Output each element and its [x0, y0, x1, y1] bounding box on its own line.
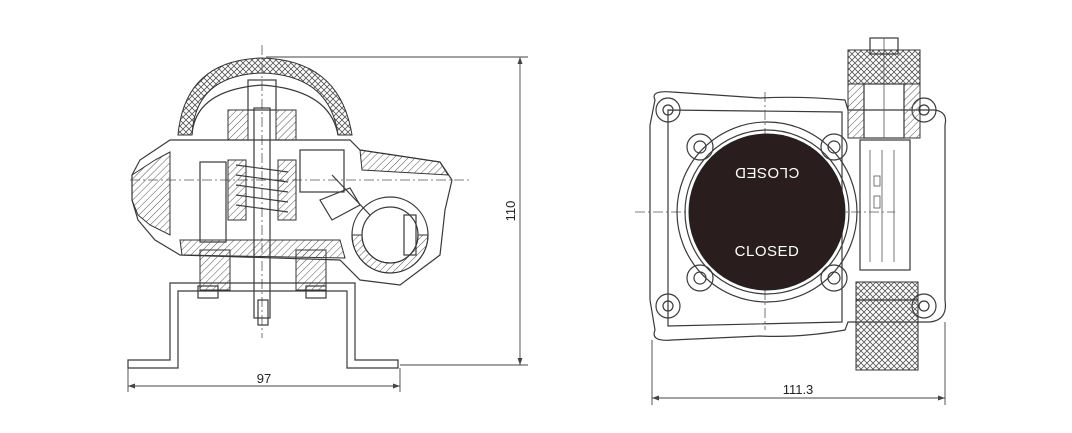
- side-section-view: 97 110: [127, 45, 528, 392]
- conduit-screw: [403, 214, 417, 256]
- shaft-top-cap: [247, 79, 277, 111]
- shaft-collar-left: [227, 109, 249, 141]
- housing-inner-frame: [667, 109, 843, 327]
- right-cam-block: [299, 149, 345, 193]
- shaft-tip: [257, 299, 269, 326]
- indicator-window-inner-rim: [684, 129, 850, 295]
- indicator-top-label: CLOSED: [735, 164, 800, 181]
- bottom-boss-right: [295, 249, 327, 291]
- indicator-dome: [688, 133, 846, 291]
- bottom-boss-left: [199, 249, 231, 291]
- housing-top-wall: [359, 149, 449, 176]
- bolt-left: [197, 285, 219, 299]
- dome-cover: [177, 57, 353, 136]
- housing-left-wall: [131, 151, 171, 236]
- mounting-bracket: [127, 282, 399, 369]
- shaft: [253, 107, 271, 319]
- lever-arm: [331, 174, 371, 216]
- switch-lever: [319, 187, 361, 221]
- bolt-right: [305, 285, 327, 299]
- lower-conduit-fitting: [855, 281, 919, 371]
- width-dimension-right: 111.3: [651, 322, 946, 405]
- height-dimension: 110: [266, 56, 528, 366]
- indicator-window-rim: [676, 121, 858, 303]
- front-view: CLOSED CLOSED: [635, 37, 947, 405]
- left-cam-block: [199, 161, 227, 243]
- housing-outline: [649, 91, 947, 341]
- shaft-collar-right: [275, 109, 297, 141]
- width-label-left: 97: [257, 371, 271, 386]
- nameplate-markings: [869, 150, 895, 262]
- width-label-right: 111.3: [783, 382, 814, 397]
- width-dimension-left: 97: [127, 368, 401, 392]
- nameplate: [859, 139, 911, 271]
- height-label: 110: [503, 201, 518, 222]
- spring: [227, 159, 297, 221]
- upper-conduit-fitting: [847, 37, 921, 139]
- corner-bolts: [655, 97, 937, 319]
- dome-inner-line: [191, 84, 339, 136]
- indicator-bottom-label: CLOSED: [735, 243, 800, 260]
- conduit-ring-section: [351, 234, 429, 274]
